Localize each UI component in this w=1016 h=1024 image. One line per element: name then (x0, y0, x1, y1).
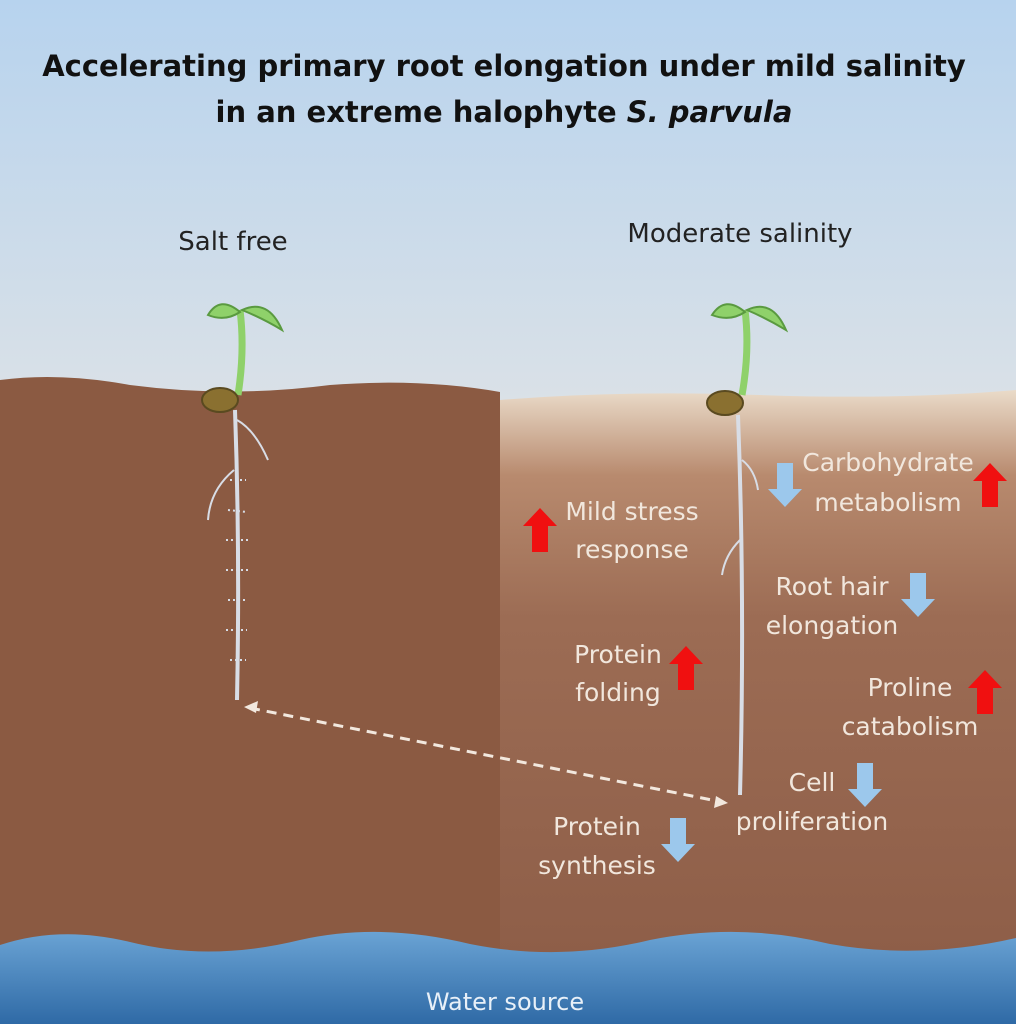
svg-text:Mild stress: Mild stress (565, 497, 698, 526)
arrowhead-left-icon (244, 701, 258, 713)
svg-text:Proline: Proline (868, 673, 953, 702)
up-arrow-icon (968, 670, 1002, 714)
svg-text:folding: folding (575, 678, 661, 707)
label-mild-stress-response: Mild stress response (565, 497, 698, 564)
label-proline-catabolism: Proline catabolism (842, 673, 979, 741)
title-line-2: in an extreme halophyte S. parvula (216, 95, 793, 129)
soil-moderate-salinity (500, 390, 1016, 960)
svg-text:catabolism: catabolism (842, 712, 979, 741)
label-protein-folding: Protein folding (574, 640, 662, 707)
elongation-comparison-arrow (249, 706, 723, 804)
down-arrow-icon (768, 463, 802, 507)
svg-text:Protein: Protein (574, 640, 662, 669)
svg-text:metabolism: metabolism (814, 488, 961, 517)
title-line-1: Accelerating primary root elongation und… (42, 49, 966, 83)
label-carbohydrate-metabolism: Carbohydrate metabolism (802, 448, 974, 517)
svg-text:proliferation: proliferation (736, 807, 888, 836)
up-arrow-icon (973, 463, 1007, 507)
svg-text:elongation: elongation (766, 611, 899, 640)
svg-text:response: response (575, 535, 689, 564)
down-arrow-icon (848, 763, 882, 807)
up-arrow-icon (523, 508, 557, 552)
svg-text:Root hair: Root hair (776, 572, 890, 601)
seedling-salt-free (201, 303, 285, 701)
label-protein-synthesis: Protein synthesis (538, 812, 656, 880)
arrowhead-right-icon (714, 796, 728, 808)
down-arrow-icon (661, 818, 695, 862)
svg-text:Protein: Protein (553, 812, 641, 841)
water-source-label: Water source (426, 988, 584, 1016)
svg-text:synthesis: synthesis (538, 851, 656, 880)
label-cell-proliferation: Cell proliferation (736, 768, 888, 836)
svg-text:Carbohydrate: Carbohydrate (802, 448, 974, 477)
svg-text:Cell: Cell (789, 768, 836, 797)
down-arrow-icon (901, 573, 935, 617)
condition-moderate-salinity: Moderate salinity (627, 219, 852, 249)
soil-salt-free (0, 376, 500, 960)
seedling-moderate-salinity (706, 303, 789, 796)
up-arrow-icon (669, 646, 703, 690)
label-root-hair-elongation: Root hair elongation (766, 572, 899, 640)
condition-salt-free: Salt free (178, 227, 287, 257)
water-source (0, 931, 1016, 1024)
